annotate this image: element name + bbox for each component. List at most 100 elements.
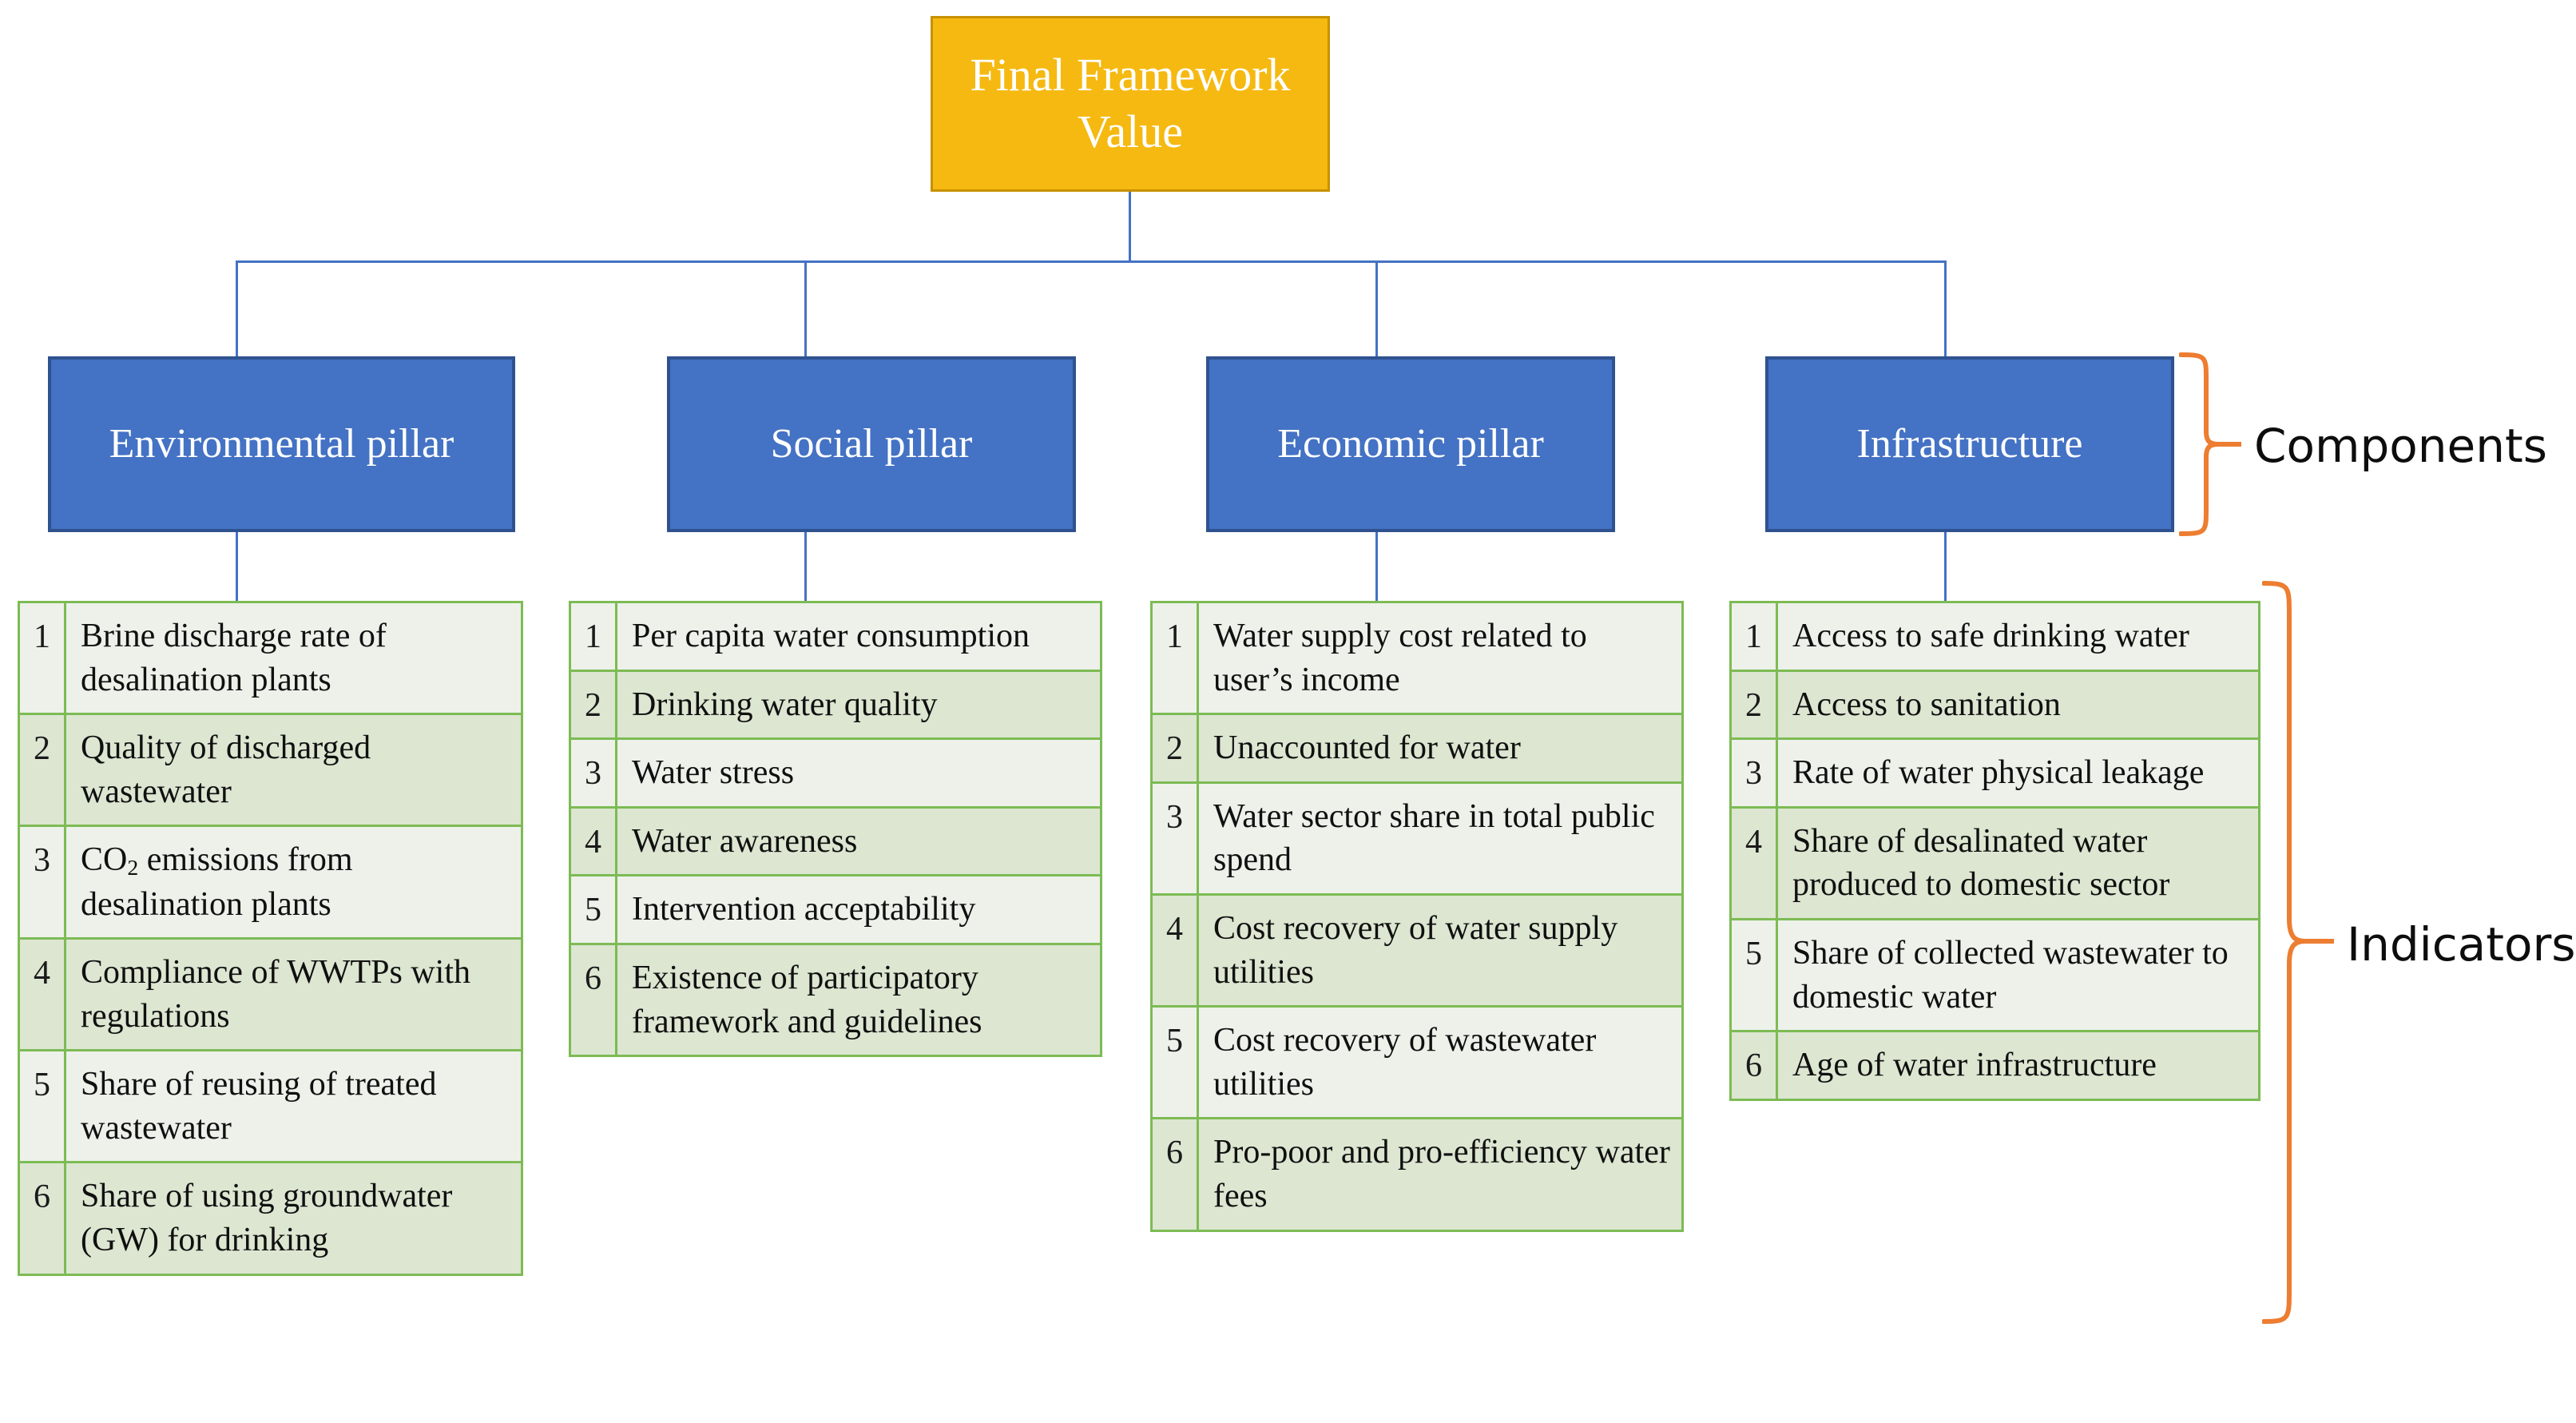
indicator-text: Access to sanitation xyxy=(1792,686,2061,723)
indicator-number: 5 xyxy=(20,1051,66,1162)
connector-pillar-to-table-social xyxy=(804,532,807,604)
indicator-number: 1 xyxy=(20,603,66,713)
connector-drop-environmental xyxy=(236,260,238,356)
indicator-text: Share of reusing of treated wastewater xyxy=(81,1066,437,1147)
connector-pillar-to-table-environmental xyxy=(236,532,238,604)
indicator-text: Drinking water quality xyxy=(632,686,938,723)
pillar-box-economic[interactable]: Economic pillar xyxy=(1206,356,1615,532)
indicator-text: Unaccounted for water xyxy=(1213,729,1521,767)
indicator-number: 2 xyxy=(1153,715,1199,781)
indicator-text: Existence of participatory framework and… xyxy=(632,959,982,1040)
indicator-text: Intervention acceptability xyxy=(632,891,976,928)
connector-root-stem xyxy=(1129,192,1131,262)
indicators-label-text: Indicators xyxy=(2347,917,2576,972)
indicator-row[interactable]: 2 Drinking water quality xyxy=(571,671,1100,741)
indicator-row[interactable]: 1 Access to safe drinking water xyxy=(1732,603,2258,672)
connector-drop-economic xyxy=(1375,260,1378,356)
indicator-table-social: 1 Per capita water consumption 2 Drinking w… xyxy=(569,601,1102,1058)
indicators-brace xyxy=(2262,580,2334,1325)
indicator-number: 4 xyxy=(20,940,66,1050)
indicator-text: Pro-poor and pro-efficiency water fees xyxy=(1213,1134,1670,1214)
indicator-number: 1 xyxy=(1732,603,1778,670)
connector-drop-infrastructure xyxy=(1944,260,1947,356)
root-node-final-framework-value: Final Framework Value xyxy=(931,16,1330,192)
pillar-label-infrastructure: Infrastructure xyxy=(1856,420,2083,467)
indicator-text: Age of water infrastructure xyxy=(1792,1047,2157,1084)
components-label: Components xyxy=(2254,419,2547,473)
pillar-label-economic: Economic pillar xyxy=(1277,420,1544,467)
indicator-text: Quality of discharged wastewater xyxy=(81,729,371,810)
indicator-table-infrastructure: 1 Access to safe drinking water 2 Access to… xyxy=(1729,601,2260,1101)
indicator-number: 4 xyxy=(1732,808,1778,918)
indicator-text: Cost recovery of wastewater utilities xyxy=(1213,1022,1597,1103)
indicator-row[interactable]: 4 Water awareness xyxy=(571,808,1100,877)
indicator-number: 4 xyxy=(571,808,617,875)
indicator-row[interactable]: 2 Access to sanitation xyxy=(1732,671,2258,741)
indicator-text: Rate of water physical leakage xyxy=(1792,754,2205,792)
indicator-number: 2 xyxy=(1732,671,1778,738)
indicator-text: Water stress xyxy=(632,754,795,792)
root-node-label: Final Framework Value xyxy=(970,49,1291,157)
indicator-number: 6 xyxy=(1732,1032,1778,1099)
indicator-text: Share of desalinated water produced to d… xyxy=(1792,822,2170,904)
connector-horizontal-bus xyxy=(236,260,1947,263)
indicator-number: 3 xyxy=(1732,740,1778,806)
pillar-box-infrastructure[interactable]: Infrastructure xyxy=(1765,356,2174,532)
indicator-text: Cost recovery of water supply utilities xyxy=(1213,909,1618,991)
pillar-box-environmental[interactable]: Environmental pillar xyxy=(48,356,515,532)
indicator-number: 1 xyxy=(1153,603,1199,713)
indicator-number: 6 xyxy=(571,944,617,1055)
pillar-label-social: Social pillar xyxy=(770,420,973,467)
connector-drop-social xyxy=(804,260,807,356)
indicator-text: Brine discharge rate of desalination pla… xyxy=(81,618,387,698)
indicator-text: Water supply cost related to user’s inco… xyxy=(1213,618,1587,698)
indicator-row[interactable]: 3 Rate of water physical leakage xyxy=(1732,740,2258,809)
indicator-number: 5 xyxy=(1732,920,1778,1031)
indicator-text: Share of collected wastewater to domesti… xyxy=(1792,934,2229,1016)
indicator-row[interactable]: 2 Unaccounted for water xyxy=(1153,715,1681,784)
indicator-number: 3 xyxy=(20,827,66,938)
indicator-number: 4 xyxy=(1153,895,1199,1006)
indicator-text: Per capita water consumption xyxy=(632,618,1030,654)
pillar-box-social[interactable]: Social pillar xyxy=(667,356,1076,532)
indicators-label: Indicators xyxy=(2347,917,2576,972)
indicator-number: 6 xyxy=(1153,1119,1199,1230)
indicator-text: Access to safe drinking water xyxy=(1792,618,2189,654)
components-brace xyxy=(2179,352,2241,537)
components-label-text: Components xyxy=(2254,419,2547,473)
indicator-number: 3 xyxy=(1153,783,1199,893)
indicator-text: Water sector share in total public spend xyxy=(1213,797,1655,879)
indicator-number: 2 xyxy=(571,671,617,738)
indicator-text: CO2 emissions from desalination plants xyxy=(81,841,353,923)
indicator-text: Share of using groundwater (GW) for drin… xyxy=(81,1178,453,1259)
indicator-number: 2 xyxy=(20,715,66,825)
connector-pillar-to-table-economic xyxy=(1375,532,1378,604)
indicator-row[interactable]: 1 Per capita water consumption xyxy=(571,603,1100,672)
indicator-number: 1 xyxy=(571,603,617,670)
indicator-text: Water awareness xyxy=(632,822,858,860)
connector-pillar-to-table-infrastructure xyxy=(1944,532,1947,604)
indicator-row[interactable]: 6 Age of water infrastructure xyxy=(1732,1032,2258,1099)
indicator-number: 6 xyxy=(20,1163,66,1274)
pillar-label-environmental: Environmental pillar xyxy=(109,420,454,467)
indicator-number: 5 xyxy=(1153,1008,1199,1118)
